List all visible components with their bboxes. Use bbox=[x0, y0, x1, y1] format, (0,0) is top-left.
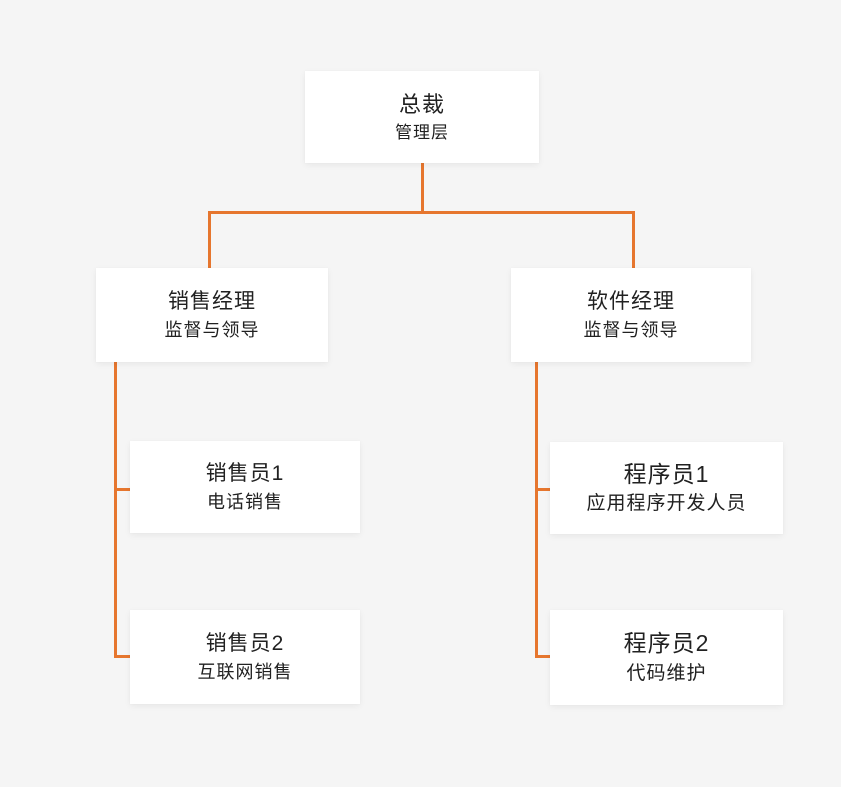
connector-tick-salesperson2 bbox=[114, 655, 132, 658]
org-node-software-manager: 软件经理 监督与领导 bbox=[511, 268, 751, 362]
node-title: 程序员2 bbox=[623, 630, 710, 657]
connector-drop-sales-manager bbox=[208, 211, 211, 269]
node-title: 总裁 bbox=[398, 91, 445, 117]
node-subtitle: 代码维护 bbox=[626, 662, 707, 684]
node-title: 销售员2 bbox=[205, 631, 285, 655]
node-subtitle: 应用程序开发人员 bbox=[586, 493, 747, 515]
connector-tick-programmer2 bbox=[535, 655, 552, 658]
org-node-programmer-1: 程序员1 应用程序开发人员 bbox=[550, 442, 783, 534]
connector-rail-sales bbox=[114, 362, 117, 658]
node-title: 程序员1 bbox=[623, 460, 710, 487]
node-subtitle: 电话销售 bbox=[207, 491, 283, 512]
connector-tick-programmer1 bbox=[535, 488, 552, 491]
node-subtitle: 互联网销售 bbox=[197, 661, 293, 682]
org-node-salesperson-2: 销售员2 互联网销售 bbox=[130, 610, 360, 704]
org-node-programmer-2: 程序员2 代码维护 bbox=[550, 610, 783, 705]
connector-drop-software-manager bbox=[632, 211, 635, 269]
org-node-sales-manager: 销售经理 监督与领导 bbox=[96, 268, 328, 362]
connector-root-vertical bbox=[421, 163, 424, 214]
connector-main-horizontal bbox=[208, 211, 635, 214]
org-node-salesperson-1: 销售员1 电话销售 bbox=[130, 441, 360, 533]
node-title: 软件经理 bbox=[587, 289, 675, 313]
node-subtitle: 管理层 bbox=[395, 122, 449, 142]
node-subtitle: 监督与领导 bbox=[164, 319, 260, 340]
node-subtitle: 监督与领导 bbox=[583, 319, 679, 340]
connector-tick-salesperson1 bbox=[114, 488, 132, 491]
connector-rail-software bbox=[535, 362, 538, 658]
node-title: 销售员1 bbox=[205, 461, 285, 485]
node-title: 销售经理 bbox=[168, 289, 256, 313]
org-node-president: 总裁 管理层 bbox=[305, 71, 539, 163]
